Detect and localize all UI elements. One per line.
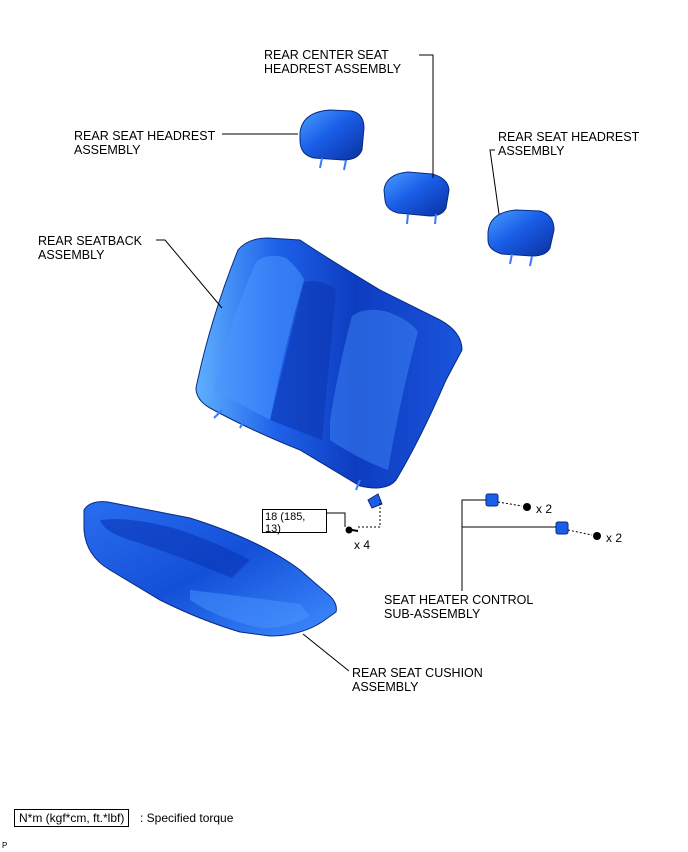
corner-mark: P [2,841,8,850]
label-line: SUB-ASSEMBLY [384,607,481,621]
label-seat-heater-control: SEAT HEATER CONTROL SUB-ASSEMBLY [384,593,533,621]
label-line: ASSEMBLY [74,143,141,157]
rear-seat-headrest-left [299,109,365,171]
torque-line: 13) [265,523,281,535]
label-line: HEADREST ASSEMBLY [264,62,402,76]
torque-spec-box: 18 (185, 13) [262,509,327,535]
label-line: REAR CENTER SEAT [264,48,389,62]
label-line: REAR SEAT CUSHION [352,666,483,680]
legend-text: : Specified torque [140,811,234,825]
leader-lines [156,54,556,672]
label-line: ASSEMBLY [498,144,565,158]
label-rear-seat-headrest-right: REAR SEAT HEADREST ASSEMBLY [498,130,639,158]
torque-line: 18 (185, [265,511,306,523]
label-line: SEAT HEATER CONTROL [384,593,534,607]
label-rear-seatback: REAR SEATBACK ASSEMBLY [38,234,142,262]
bolt [345,493,383,534]
rear-seat-cushion [83,501,337,637]
legend-box: N*m (kgf*cm, ft.*lbf) [14,809,130,827]
label-line: REAR SEATBACK [38,234,142,248]
rear-center-seat-headrest [383,171,450,225]
seat-heater-control-lower [555,521,601,540]
label-rear-seat-headrest-left: REAR SEAT HEADREST ASSEMBLY [74,129,215,157]
label-rear-seat-cushion: REAR SEAT CUSHION ASSEMBLY [352,666,483,694]
label-line: ASSEMBLY [352,680,419,694]
label-line: REAR SEAT HEADREST [74,129,216,143]
label-rear-center-seat-headrest: REAR CENTER SEAT HEADREST ASSEMBLY [264,48,401,76]
qty-screws-lower: x 2 [606,531,623,545]
qty-screws-upper: x 2 [536,502,553,516]
label-line: ASSEMBLY [38,248,105,262]
label-line: REAR SEAT HEADREST [498,130,640,144]
rear-seatback [195,237,463,491]
rear-seat-headrest-right [487,209,555,267]
qty-bolts: x 4 [354,538,371,552]
seat-heater-control-upper [485,493,531,511]
